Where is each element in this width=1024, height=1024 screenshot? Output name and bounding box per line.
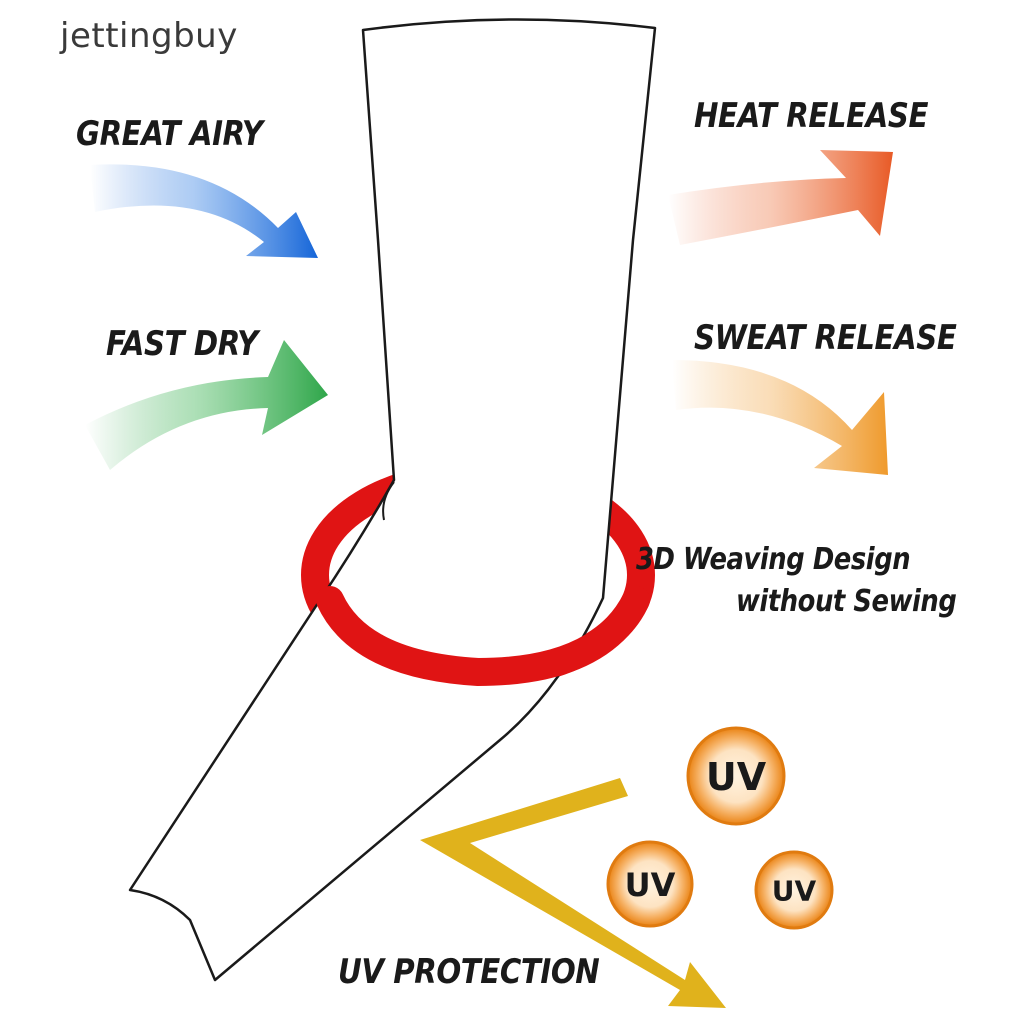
weaving-design-label-line2: without Sewing bbox=[736, 584, 957, 619]
uv-protection-arrow bbox=[420, 778, 726, 1008]
watermark-text: jettingbuy bbox=[60, 16, 238, 56]
sleeve-seam-line bbox=[382, 481, 395, 521]
great-airy-label: GREAT AIRY bbox=[76, 114, 263, 154]
great-airy-arrow bbox=[90, 164, 318, 258]
sweat-release-arrow bbox=[672, 360, 888, 475]
arm-sleeve bbox=[128, 18, 657, 982]
sweat-release-label: SWEAT RELEASE bbox=[694, 318, 957, 358]
fast-dry-arrow bbox=[85, 340, 328, 470]
weaving-ring-front bbox=[316, 586, 650, 687]
uv-badge-right-text: UV bbox=[772, 875, 817, 908]
heat-release-label: HEAT RELEASE bbox=[694, 96, 929, 136]
uv-badge-large-text: UV bbox=[706, 755, 767, 799]
uv-badge-large: UV bbox=[686, 726, 786, 826]
uv-badge-left-text: UV bbox=[625, 866, 676, 904]
uv-badge-left: UV bbox=[606, 840, 694, 928]
uv-protection-label: UV PROTECTION bbox=[338, 952, 600, 992]
fast-dry-label: FAST DRY bbox=[106, 324, 258, 364]
weaving-design-label-line1: 3D Weaving Design bbox=[636, 542, 911, 577]
heat-release-arrow bbox=[668, 150, 893, 245]
uv-badge-right: UV bbox=[754, 850, 834, 930]
